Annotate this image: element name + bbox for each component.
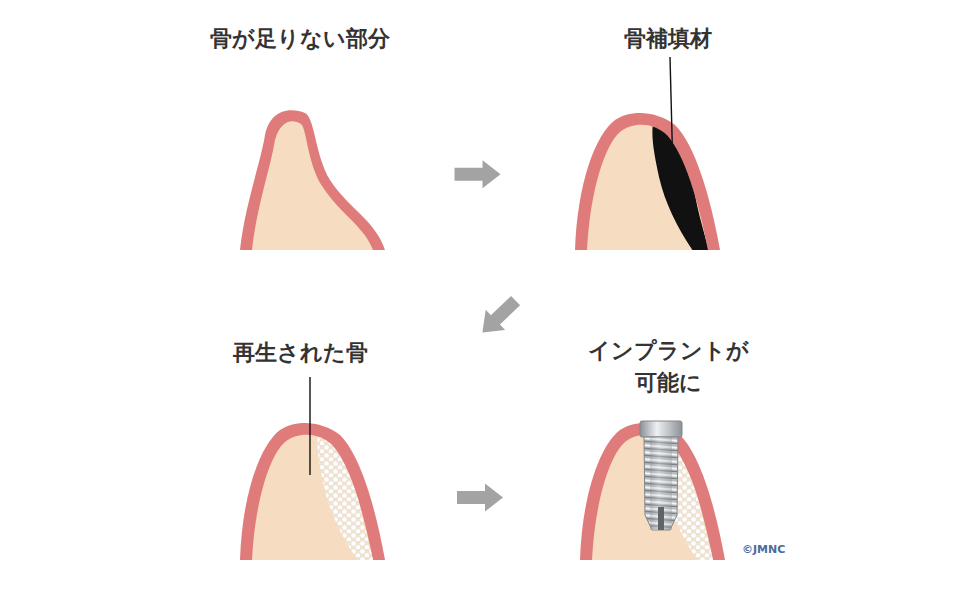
- panel-heading: 再生された骨: [200, 337, 400, 369]
- leader-line: [670, 57, 673, 173]
- flow-arrow: [455, 160, 501, 188]
- panel-heading: 骨補填材: [588, 23, 748, 55]
- ridge-implant: [580, 421, 725, 561]
- ridge-graft: [575, 57, 720, 251]
- panel-heading: インプラントが 可能に: [587, 335, 749, 399]
- copyright-note: ©JMNC: [742, 543, 785, 556]
- panel: 骨が足りない部分: [180, 15, 440, 260]
- flow-arrow: [482, 296, 520, 333]
- ridge-deficient: [240, 110, 385, 250]
- flow-arrow: [457, 484, 503, 512]
- leader-line: [309, 377, 310, 475]
- panel: インプラントが 可能に: [520, 335, 780, 585]
- panel: 骨補填材: [515, 15, 780, 260]
- panel-heading: 骨が足りない部分: [180, 23, 420, 55]
- ridge-regenerated: [240, 377, 385, 561]
- panel: 再生された骨: [180, 335, 440, 585]
- implant: [640, 421, 682, 530]
